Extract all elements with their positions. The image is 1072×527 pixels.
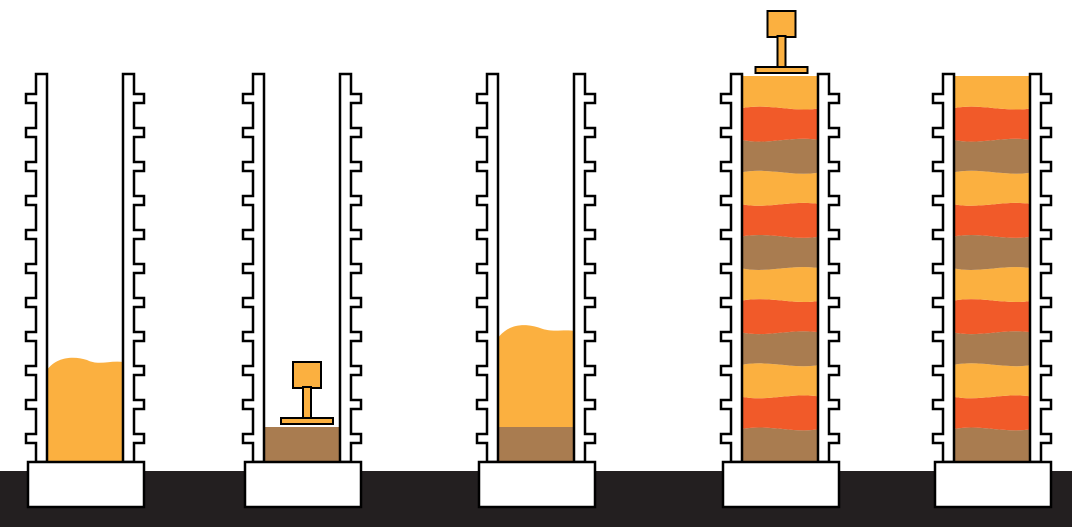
tamper-stem (776, 35, 787, 69)
full-column-stage (719, 10, 841, 509)
finished-column-stage (931, 72, 1053, 509)
formwork-right-wall (338, 72, 363, 464)
loose-fill (498, 325, 575, 427)
fill-layer-orange (954, 106, 1033, 142)
fill-layer-orange (742, 202, 821, 238)
formwork-left-wall (719, 72, 744, 464)
fill-layer-brown (954, 427, 1033, 461)
fill-layer-brown (954, 138, 1033, 174)
fill-layer-orange (742, 395, 821, 431)
fill-layer-yellow (742, 170, 821, 206)
base-plinth (933, 460, 1053, 509)
tamper-stem (302, 386, 312, 420)
second-fill-stage (475, 72, 597, 509)
base-plinth (721, 460, 841, 509)
fill-layer-orange (954, 299, 1033, 335)
fill-layer-yellow (742, 267, 821, 303)
tamper-handle (292, 361, 322, 389)
fill-layer-brown (954, 331, 1033, 367)
formwork-left-wall (475, 72, 500, 464)
stages-group (24, 10, 1053, 509)
fill-layer-orange (954, 395, 1033, 431)
fill-layer-brown (954, 234, 1033, 270)
tamper-foot (280, 417, 334, 425)
formwork-left-wall (241, 72, 266, 464)
fill-layer-yellow (954, 170, 1033, 206)
formwork-right-wall (1028, 72, 1053, 464)
fill-layer-yellow (742, 363, 821, 399)
tamper-foot (754, 66, 809, 74)
fill-layer-orange (742, 106, 821, 142)
loose-fill-stage (24, 72, 146, 509)
fill-layer-brown (742, 138, 821, 174)
base-plinth (243, 460, 363, 509)
formwork-left-wall (931, 72, 956, 464)
fill-layer-yellow (954, 76, 1033, 110)
fill-layer-yellow (954, 267, 1033, 303)
formwork-right-wall (816, 72, 841, 464)
fill-layer-yellow (954, 363, 1033, 399)
formwork-right-wall (572, 72, 597, 464)
base-plinth (26, 460, 146, 509)
fill-layer-orange (742, 299, 821, 335)
compacted-layer (498, 427, 575, 461)
fill-layer-yellow (742, 76, 821, 110)
fill-layer-brown (742, 234, 821, 270)
fill-layer-orange (954, 202, 1033, 238)
fill-layer-brown (742, 331, 821, 367)
formwork-left-wall (24, 72, 49, 464)
tamped-layer-stage (241, 72, 363, 509)
tamper-handle (766, 10, 797, 38)
formwork-right-wall (121, 72, 146, 464)
base-plinth (477, 460, 597, 509)
compacted-layer (264, 427, 341, 461)
loose-fill (47, 357, 124, 461)
fill-layer-brown (742, 427, 821, 461)
